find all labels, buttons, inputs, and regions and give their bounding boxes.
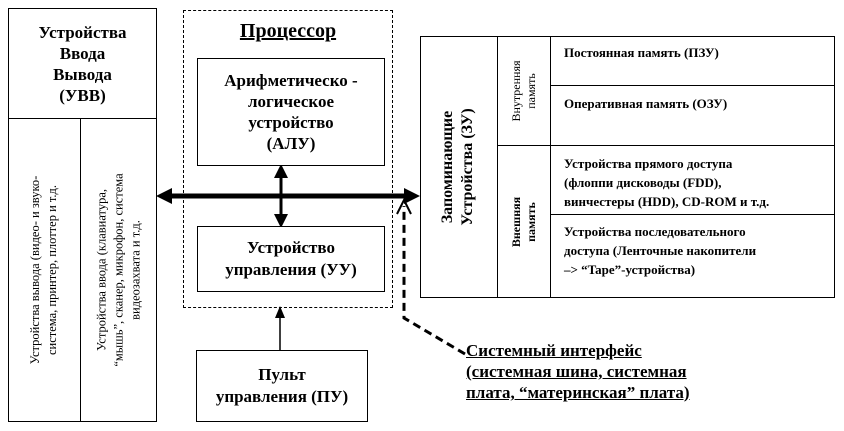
io-devices-block [8,8,157,422]
control-panel-line: управления (ПУ) [215,387,349,406]
processor-title: Процессор [239,19,337,42]
system-interface-line: плата, “материнская” плата) [466,383,690,402]
interface-pointer-line [396,197,466,356]
sequential-access-line: Устройства последовательного [564,224,746,239]
alu-uu-arrow [274,164,288,228]
io-title-line: Вывода [53,65,112,84]
output-devices-line: система, принтер, плоттер и т.д. [45,184,59,356]
sequential-access-cell: Устройства последовательного доступа (Ле… [564,222,832,279]
sequential-access-line: доступа (Ленточные накопители [564,243,757,258]
control-unit-line: Устройство [247,238,335,257]
storage-title-cell: Запоминающие Устройства (ЗУ) [421,37,495,297]
input-devices-line: видеозахвата и т.д. [128,220,143,320]
storage-divider-internal-external [497,145,835,146]
alu-line: (АЛУ) [266,134,316,153]
system-interface-line: Системный интерфейс [466,341,642,360]
io-divider-horizontal [8,118,157,119]
external-memory-line: память [523,202,538,242]
alu-line: устройство [248,113,334,132]
storage-title-line: Устройства (ЗУ) [459,108,476,226]
internal-memory-line: Внутренняя [508,59,523,122]
input-devices-cell: Устройства ввода (клавиатура, “мышь”, ск… [82,120,156,420]
storage-divider-direct-seq [550,214,835,215]
direct-access-line: Устройства прямого доступа [564,156,733,171]
storage-divider-2 [550,36,551,298]
storage-title-line: Запоминающие [439,110,456,224]
system-interface-line: (системная шина, системная [466,362,687,381]
alu-line: Арифметическо - [224,71,358,90]
internal-memory-line: память [523,72,538,109]
system-bus-arrow [156,188,420,204]
system-interface-caption: Системный интерфейс (системная шина, сис… [466,340,786,403]
io-devices-title: Устройства Ввода Вывода (УВВ) [10,12,155,116]
storage-divider-rom-ram [550,85,835,86]
io-title-line: Устройства [38,23,127,42]
alu-block: Арифметическо - логическое устройство (А… [197,58,385,166]
control-unit-line: управления (УУ) [225,260,357,279]
control-unit-block: Устройство управления (УУ) [197,226,385,292]
direct-access-cell: Устройства прямого доступа (флоппи диско… [564,154,832,211]
storage-devices-block [420,36,835,298]
storage-divider-1 [497,36,498,298]
direct-access-line: винчестеры (HDD), CD-ROM и т.д. [564,194,770,209]
input-devices-line: Устройства ввода (клавиатура, [94,188,109,352]
io-divider-vertical [80,118,81,422]
alu-line: логическое [247,92,335,111]
input-devices-line: “мышь”, сканер, микрофон, система [111,173,126,367]
external-memory-line: Внешняя [508,196,523,248]
io-title-line: Ввода [59,44,106,63]
output-devices-cell: Устройства вывода (видео- и звуко- систе… [9,120,79,420]
direct-access-line: (флоппи дисководы (FDD), [564,175,722,190]
control-panel-block: Пульт управления (ПУ) [196,350,368,422]
processor-block [183,10,393,308]
control-panel-line: Пульт [258,365,306,384]
rom-cell: Постоянная память (ПЗУ) [564,45,719,60]
io-title-line: (УВВ) [59,86,106,105]
external-memory-label: Внешняя память [498,147,549,297]
sequential-access-line: –> “Tape”-устройства) [564,262,696,277]
internal-memory-label: Внутренняя память [498,37,549,144]
ram-cell: Оперативная память (ОЗУ) [564,96,728,111]
output-devices-line: Устройства вывода (видео- и звуко- [28,175,42,365]
pu-processor-arrow [275,306,285,350]
